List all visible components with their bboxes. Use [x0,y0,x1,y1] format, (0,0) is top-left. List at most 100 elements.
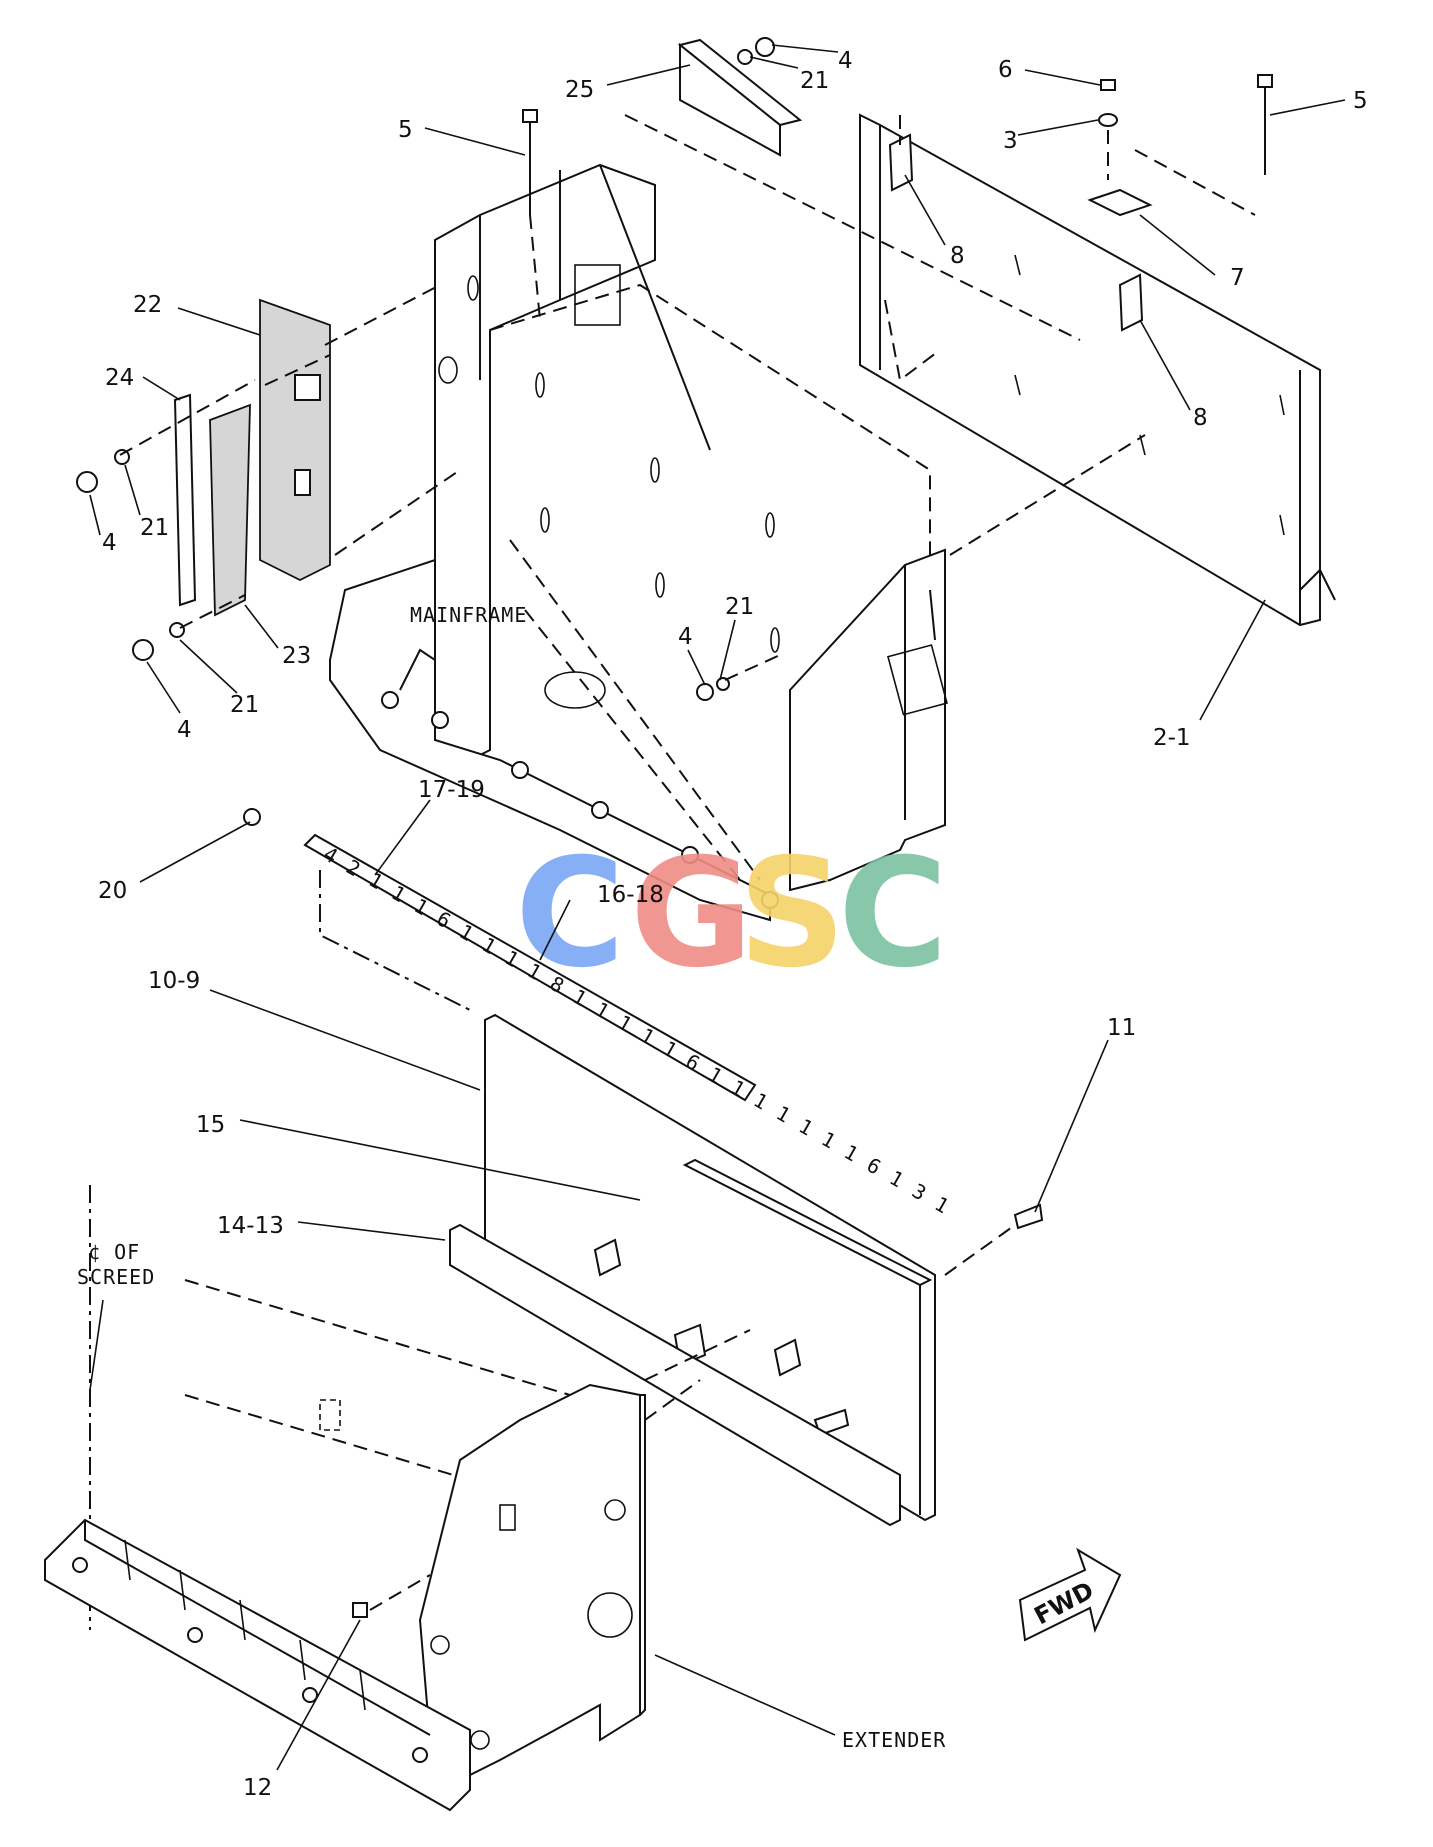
extender-base-ribs [124,1539,366,1711]
nut-4-lower-left [132,639,154,661]
washer-21-left [114,449,130,465]
mainframe-side-web [599,164,711,451]
extender-hole-a [604,1499,626,1521]
label-4-top: 4 [838,48,853,74]
mainframe-gusset [399,648,436,691]
mainframe-assembly [329,163,948,922]
label-11: 11 [1107,1015,1136,1041]
stud-5-left-nut [522,109,538,123]
label-21-mid: 21 [725,594,754,620]
mainframe-slot [467,275,479,301]
label-6: 6 [998,57,1013,83]
stud-5-right-nut [1257,74,1273,88]
callout-labels: 4 21 25 6 5 5 3 8 7 8 22 24 21 4 23 21 4… [77,48,1368,1801]
stud-15-path [644,1329,751,1381]
label-21-left: 21 [140,515,169,541]
extender-hole-large [587,1592,633,1638]
plate-22 [259,298,331,582]
callout-screed-line1: ¢ OF [88,1240,140,1264]
extender-assembly [44,1185,701,1812]
bolt-6 [1100,79,1116,91]
bracket-a [593,1238,622,1277]
watermark-letter: S [738,827,846,1001]
extender-base [44,1518,471,1812]
label-5-left: 5 [398,117,413,143]
callout-screed-line2: SCREED [77,1265,155,1289]
label-24: 24 [105,365,134,391]
watermark-letter: G [630,827,753,1001]
strip-14-13 [449,1223,901,1527]
label-2-1: 2-1 [1153,725,1191,751]
mainframe-hole [438,356,458,384]
mainframe-base-flange [329,558,771,922]
label-7: 7 [1230,265,1245,291]
extender-hidden-mid [184,1394,471,1481]
mainframe-feet [381,691,779,909]
bolt-11-path [944,1224,1016,1276]
panel-10-9-top-angle [682,1158,933,1287]
mainframe-left-post [434,163,656,762]
washer-21-top [737,49,753,65]
mainframe-right-panel [789,548,946,892]
mainframe-bracket-slot [574,264,621,326]
mainframe-right-slot [929,589,936,641]
washer-21-mid [716,677,730,691]
label-4-mid: 4 [678,624,693,650]
extender-feet [72,1557,428,1763]
label-10-9: 10-9 [148,968,200,994]
label-17-19: 17-19 [418,777,485,803]
clip-12 [352,1602,368,1618]
washer-21-lower-left [169,622,185,638]
label-5-right: 5 [1353,88,1368,114]
extender-hole-b [430,1635,450,1655]
fwd-arrow: FWD [1018,1547,1122,1642]
label-25: 25 [565,77,594,103]
plate-25-hidden-line [624,114,1081,341]
extender-hidden-link [644,1379,701,1421]
mainframe-right-cutout [887,644,948,716]
bracket-c [773,1338,802,1377]
extender-end-plate-edge [639,1394,646,1716]
label-4-left: 4 [102,530,117,556]
scale-bar-hidden-line [319,870,471,1011]
plate-25-face [679,42,781,157]
label-14-13: 14-13 [217,1213,284,1239]
bracket-8-right [1118,273,1144,332]
label-15: 15 [196,1112,225,1138]
label-21-top: 21 [800,68,829,94]
plate-25 [624,38,1081,341]
label-21-lower-left: 21 [230,692,259,718]
fwd-arrow-shape [1018,1547,1122,1642]
label-8-right: 8 [1193,405,1208,431]
bolt-11 [1013,1203,1044,1230]
assembly-lines-upper [119,115,1256,681]
mainframe-diagonal-hidden-a [509,539,761,881]
label-12: 12 [243,1775,272,1801]
extender-base-flange [84,1520,431,1736]
clip-12-path [369,1574,431,1611]
mainframe-slots [535,372,780,653]
callout-mainframe: MAINFRAME [410,603,527,627]
bracket-7 [1087,188,1153,217]
extender-hidden-top [184,1279,621,1411]
label-16-18: 16-18 [597,882,664,908]
panel-2-1-bracket-hidden [884,299,941,382]
washer-3 [1098,113,1118,127]
nut-4-mid [696,683,714,701]
extender-hidden-window [319,1399,341,1431]
mainframe-floor-hidden [489,283,931,620]
leader-lines [89,44,1346,1771]
plate-24 [173,393,197,607]
label-8-upper: 8 [950,243,965,269]
label-20: 20 [98,878,127,904]
label-4-lower-left: 4 [177,717,192,743]
label-3: 3 [1003,128,1018,154]
nut-4-left [76,471,98,493]
watermark-letter: C [838,827,948,1001]
pin-20 [243,808,261,826]
plate-22-cutout-b [294,469,311,496]
plate-23 [209,403,251,617]
panel-10-9 [449,1013,1016,1527]
scale-bar-body [303,833,757,1102]
